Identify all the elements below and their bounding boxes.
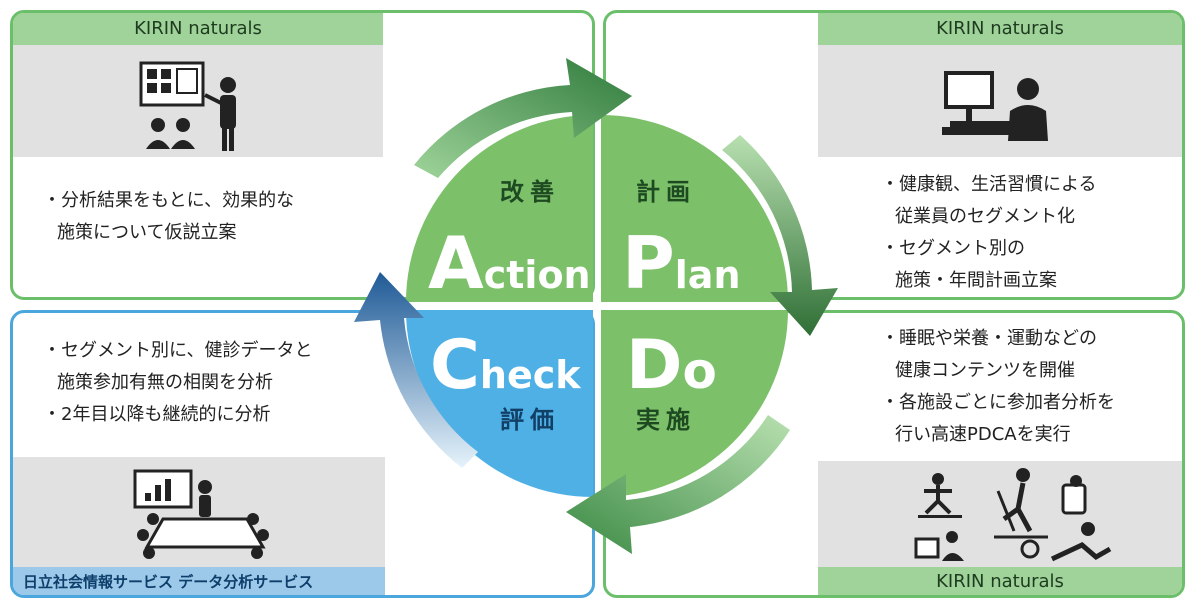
brand-label: KIRIN naturals — [818, 567, 1182, 595]
do-line: 健康コンテンツを開催 — [895, 360, 1075, 381]
plan-quadrant — [601, 115, 788, 302]
action-icon-area — [13, 45, 383, 157]
do-jp-label: 実施 — [636, 406, 696, 434]
action-initial: A — [428, 221, 484, 305]
check-line: ・2年目以降も継続的に分析 — [43, 404, 271, 425]
action-text: ・分析結果をもとに、効果的な 施策について仮説立案 — [43, 185, 294, 249]
do-line: ・各施設ごとに参加者分析を — [881, 392, 1115, 413]
action-line: 施策について仮説立案 — [57, 222, 237, 243]
action-line: ・分析結果をもとに、効果的な — [43, 190, 295, 211]
do-icon-area — [818, 461, 1182, 567]
computer-user-icon — [942, 71, 1048, 141]
action-quadrant — [406, 115, 593, 302]
plan-line: ・健康観、生活習慣による — [881, 174, 1097, 195]
do-line: 行い高速PDCAを実行 — [895, 424, 1071, 445]
do-line: ・睡眠や栄養・運動などの — [881, 328, 1097, 349]
exercise-icon — [914, 468, 1112, 562]
check-word: Check — [430, 326, 581, 405]
do-initial: D — [626, 326, 682, 405]
do-word: Do — [626, 326, 717, 405]
plan-icon-area — [818, 45, 1182, 157]
check-line: ・セグメント別に、健診データと — [43, 340, 313, 361]
action-rest: ction — [484, 253, 591, 297]
arrow-top — [414, 58, 632, 178]
vendor-label: 日立社会情報サービス データ分析サービス — [13, 567, 385, 595]
check-rest: heck — [480, 353, 581, 397]
arrow-right — [722, 135, 838, 336]
check-line: 施策参加有無の相関を分析 — [57, 372, 273, 393]
do-quadrant — [601, 310, 788, 497]
plan-line: 従業員のセグメント化 — [895, 206, 1075, 227]
brand-label: KIRIN naturals — [13, 13, 383, 45]
check-quadrant — [406, 310, 593, 497]
check-initial: C — [430, 326, 480, 405]
action-jp-label: 改善 — [500, 178, 560, 206]
brand-label: KIRIN naturals — [818, 13, 1182, 45]
check-icon-area — [13, 457, 385, 567]
plan-line: ・セグメント別の — [881, 238, 1025, 259]
plan-jp-label: 計画 — [636, 178, 696, 206]
meeting-analysis-icon — [133, 469, 269, 559]
do-text: ・睡眠や栄養・運動などの 健康コンテンツを開催 ・各施設ごとに参加者分析を 行い… — [881, 323, 1115, 451]
plan-initial: P — [622, 221, 675, 305]
plan-line: 施策・年間計画立案 — [895, 270, 1057, 291]
plan-word: Plan — [622, 221, 741, 305]
plan-rest: lan — [675, 253, 741, 297]
action-word: Action — [428, 221, 591, 305]
arrow-left — [354, 272, 478, 468]
do-rest: o — [682, 342, 716, 400]
check-text: ・セグメント別に、健診データと 施策参加有無の相関を分析 ・2年目以降も継続的に… — [43, 335, 312, 431]
presentation-icon — [139, 61, 236, 151]
plan-text: ・健康観、生活習慣による 従業員のセグメント化 ・セグメント別の 施策・年間計画… — [881, 169, 1096, 297]
arrow-bottom — [566, 415, 790, 554]
check-jp-label: 評価 — [500, 406, 560, 434]
